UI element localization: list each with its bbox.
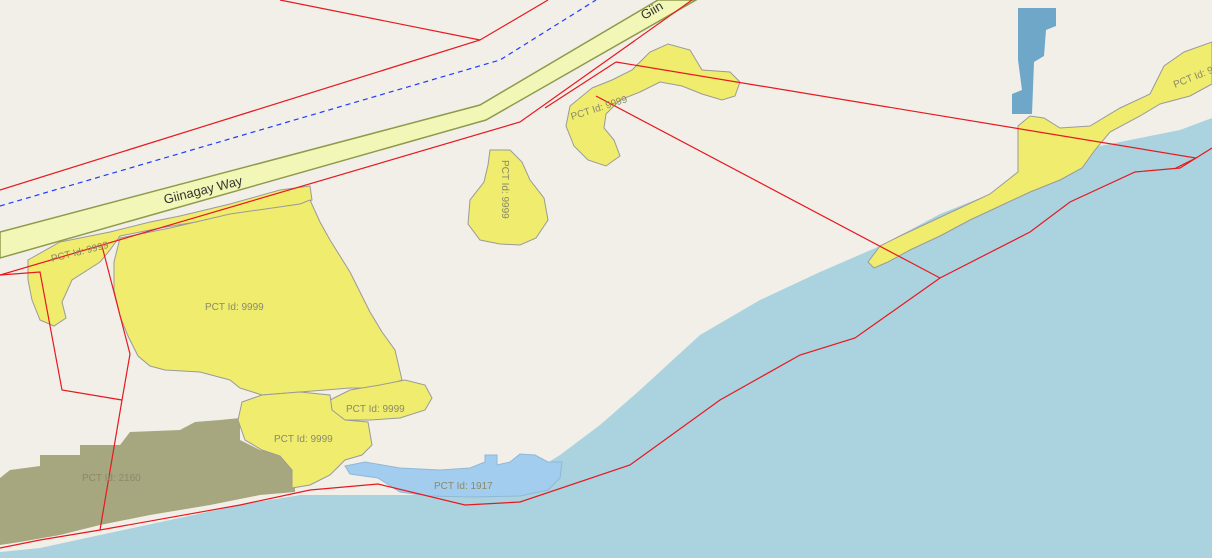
walking-track (0, 0, 597, 207)
parcel-boundary-inner (595, 95, 941, 279)
label-pct-1917: PCT Id: 1917 (434, 481, 493, 492)
parcel-boundary-lower-left (99, 399, 123, 531)
label-pct-9999-large: PCT Id: 9999 (205, 302, 264, 313)
parcel-boundary-upper (544, 61, 617, 109)
label-pct-9999-lower: PCT Id: 9999 (274, 434, 333, 445)
vegetation-9999-lower (237, 391, 373, 489)
parcel-boundary-top (279, 0, 481, 41)
parcel-boundary-left-lot (0, 245, 131, 401)
vegetation-9999-right (867, 41, 1212, 269)
label-pct-9999-island: PCT Id: 9999 (499, 160, 510, 219)
vegetation-9999-island (467, 149, 549, 246)
sea-area (0, 118, 1212, 558)
vegetation-2160-area (0, 418, 295, 545)
label-pct-2160: PCT Id: 2160 (82, 473, 141, 484)
parcel-boundary-road-south (0, 0, 693, 276)
vegetation-9999-upper (565, 43, 741, 167)
label-pct-9999-middle: PCT Id: 9999 (346, 404, 405, 415)
creek-water (1012, 8, 1056, 114)
giinagay-way-road[interactable] (0, 0, 698, 259)
parcel-boundary-coast (0, 147, 1212, 549)
